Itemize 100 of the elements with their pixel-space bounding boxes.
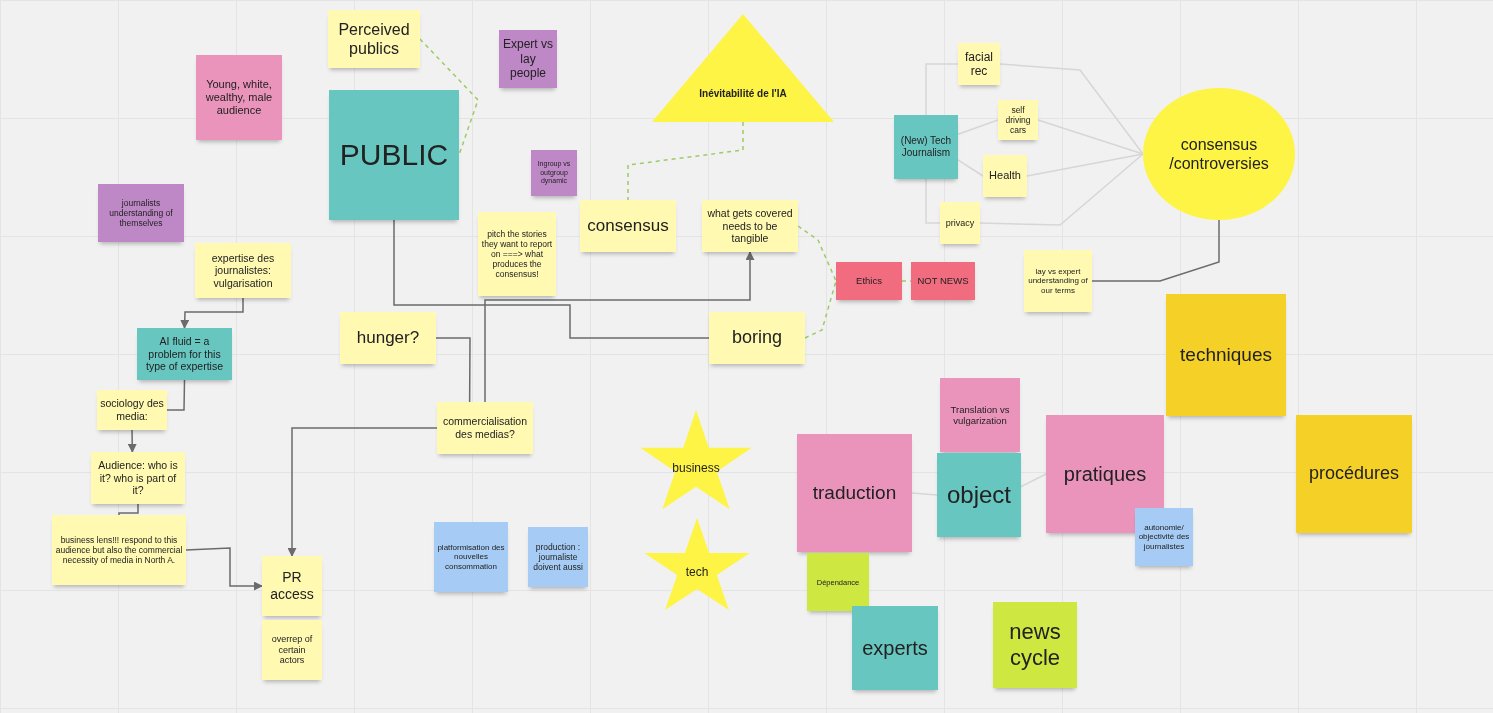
note-text: privacy <box>945 217 975 229</box>
note-text: platformisation des nouvelles consommation <box>437 542 505 572</box>
note-text: lay vs expert understanding of our terms <box>1027 266 1089 296</box>
connector <box>435 337 471 403</box>
sticky-note <box>807 553 869 611</box>
note-text: NOT NEWS <box>917 275 969 287</box>
sticky-note <box>702 200 798 252</box>
sticky-note <box>195 243 291 298</box>
sticky-note <box>998 100 1038 140</box>
connector <box>979 153 1144 226</box>
note-text: news cycle <box>1008 618 1062 672</box>
note-text: PR access <box>269 569 315 603</box>
note-text: what gets covered needs to be tangible <box>706 207 794 245</box>
sticky-note <box>937 453 1021 537</box>
sticky-note <box>958 43 1000 85</box>
sticky-note <box>196 55 282 140</box>
sticky-note <box>993 602 1077 688</box>
sticky-note <box>340 312 436 364</box>
note-text: Young, white, wealthy, male audience <box>204 77 274 118</box>
dashed-connector <box>797 225 837 282</box>
connector <box>1037 119 1144 155</box>
note-text: Health <box>989 169 1021 183</box>
sticky-note <box>709 312 805 364</box>
sticky-note <box>262 620 322 680</box>
connector <box>1091 219 1220 282</box>
sticky-note <box>97 390 167 430</box>
sticky-note <box>262 556 322 616</box>
sticky-note <box>911 262 975 300</box>
note-text: pitch the stories they want to report on ===> what produces the consensus! <box>481 228 553 280</box>
note-text: pratiques <box>1063 462 1147 486</box>
connector <box>127 429 137 453</box>
note-text: facial rec <box>964 49 994 79</box>
note-text: boring <box>731 327 782 349</box>
sticky-note <box>940 202 980 244</box>
connector <box>1020 473 1047 488</box>
sticky-note <box>940 378 1020 452</box>
connector <box>925 178 941 224</box>
sticky-note <box>1166 294 1286 416</box>
note-text: commercialisation des medias? <box>442 415 528 441</box>
sticky-note <box>894 115 958 179</box>
sticky-note <box>98 184 184 242</box>
note-text: tech <box>685 564 709 580</box>
connector <box>484 251 755 403</box>
sticky-note <box>478 212 556 296</box>
sticky-note <box>836 262 902 300</box>
note-text: Ethics <box>856 275 882 287</box>
note-text: autonomie/ objectivité des journalistes <box>1138 522 1190 552</box>
note-text: techniques <box>1180 343 1272 367</box>
sticky-note <box>434 522 508 592</box>
note-text: Perceived publics <box>337 19 411 59</box>
sticky-note <box>852 606 938 690</box>
note-text: Expert vs lay people <box>502 37 554 81</box>
connector <box>185 547 263 591</box>
note-text: consensus <box>587 215 669 237</box>
dashed-connector <box>627 121 744 201</box>
note-text: (New) Tech Journalism <box>899 135 953 159</box>
note-text: expertise des journalistes: vulgarisation <box>210 251 276 290</box>
note-text: traduction <box>812 481 897 505</box>
connector <box>166 379 186 411</box>
connector <box>957 119 999 135</box>
sticky-note <box>983 155 1027 197</box>
note-text: experts <box>862 636 928 660</box>
connector <box>180 297 244 329</box>
sticky-note <box>1135 508 1193 566</box>
connector <box>287 427 438 557</box>
connector <box>118 503 139 516</box>
note-text: Audience: who is it? who is part of it? <box>97 459 179 497</box>
connector <box>999 63 1144 155</box>
note-text: consensus /controversies <box>1168 134 1270 174</box>
note-text: Inévitabilité de l'IA <box>699 88 787 100</box>
sticky-note <box>528 527 588 587</box>
sticky-note <box>52 515 186 585</box>
note-text: sociology des media: <box>100 397 164 423</box>
sticky-note <box>329 90 459 220</box>
sticky-note <box>91 452 185 504</box>
sticky-note <box>531 150 577 196</box>
note-text: business lens!!! respond to this audience but also the commercial necessity of media in North A. <box>55 534 183 566</box>
note-text: business <box>672 460 720 476</box>
note-text: object <box>946 480 1011 510</box>
sticky-note <box>1024 250 1092 312</box>
connector <box>393 219 710 339</box>
note-text: journalists understanding of themselves <box>108 197 174 229</box>
sticky-note <box>797 434 912 552</box>
connector <box>957 159 984 177</box>
sticky-note <box>137 328 232 380</box>
note-text: AI fluid = a problem for this type of expertise <box>144 335 224 373</box>
note-text: Translation vs vulgarization <box>949 403 1011 427</box>
note-text: overrep of certain actors <box>270 633 314 667</box>
dashed-connector <box>804 280 837 339</box>
sticky-note <box>1296 415 1412 533</box>
sticky-note <box>499 30 557 88</box>
sticky-note <box>328 10 420 68</box>
note-text: PUBLIC <box>339 137 449 173</box>
connector <box>1026 153 1144 177</box>
note-text: procédures <box>1308 463 1400 485</box>
sticky-note <box>580 200 676 252</box>
note-text: hunger? <box>356 327 420 349</box>
sticky-note <box>437 402 533 454</box>
connector <box>925 63 959 116</box>
note-text: production : journaliste doivent aussi <box>532 541 584 573</box>
